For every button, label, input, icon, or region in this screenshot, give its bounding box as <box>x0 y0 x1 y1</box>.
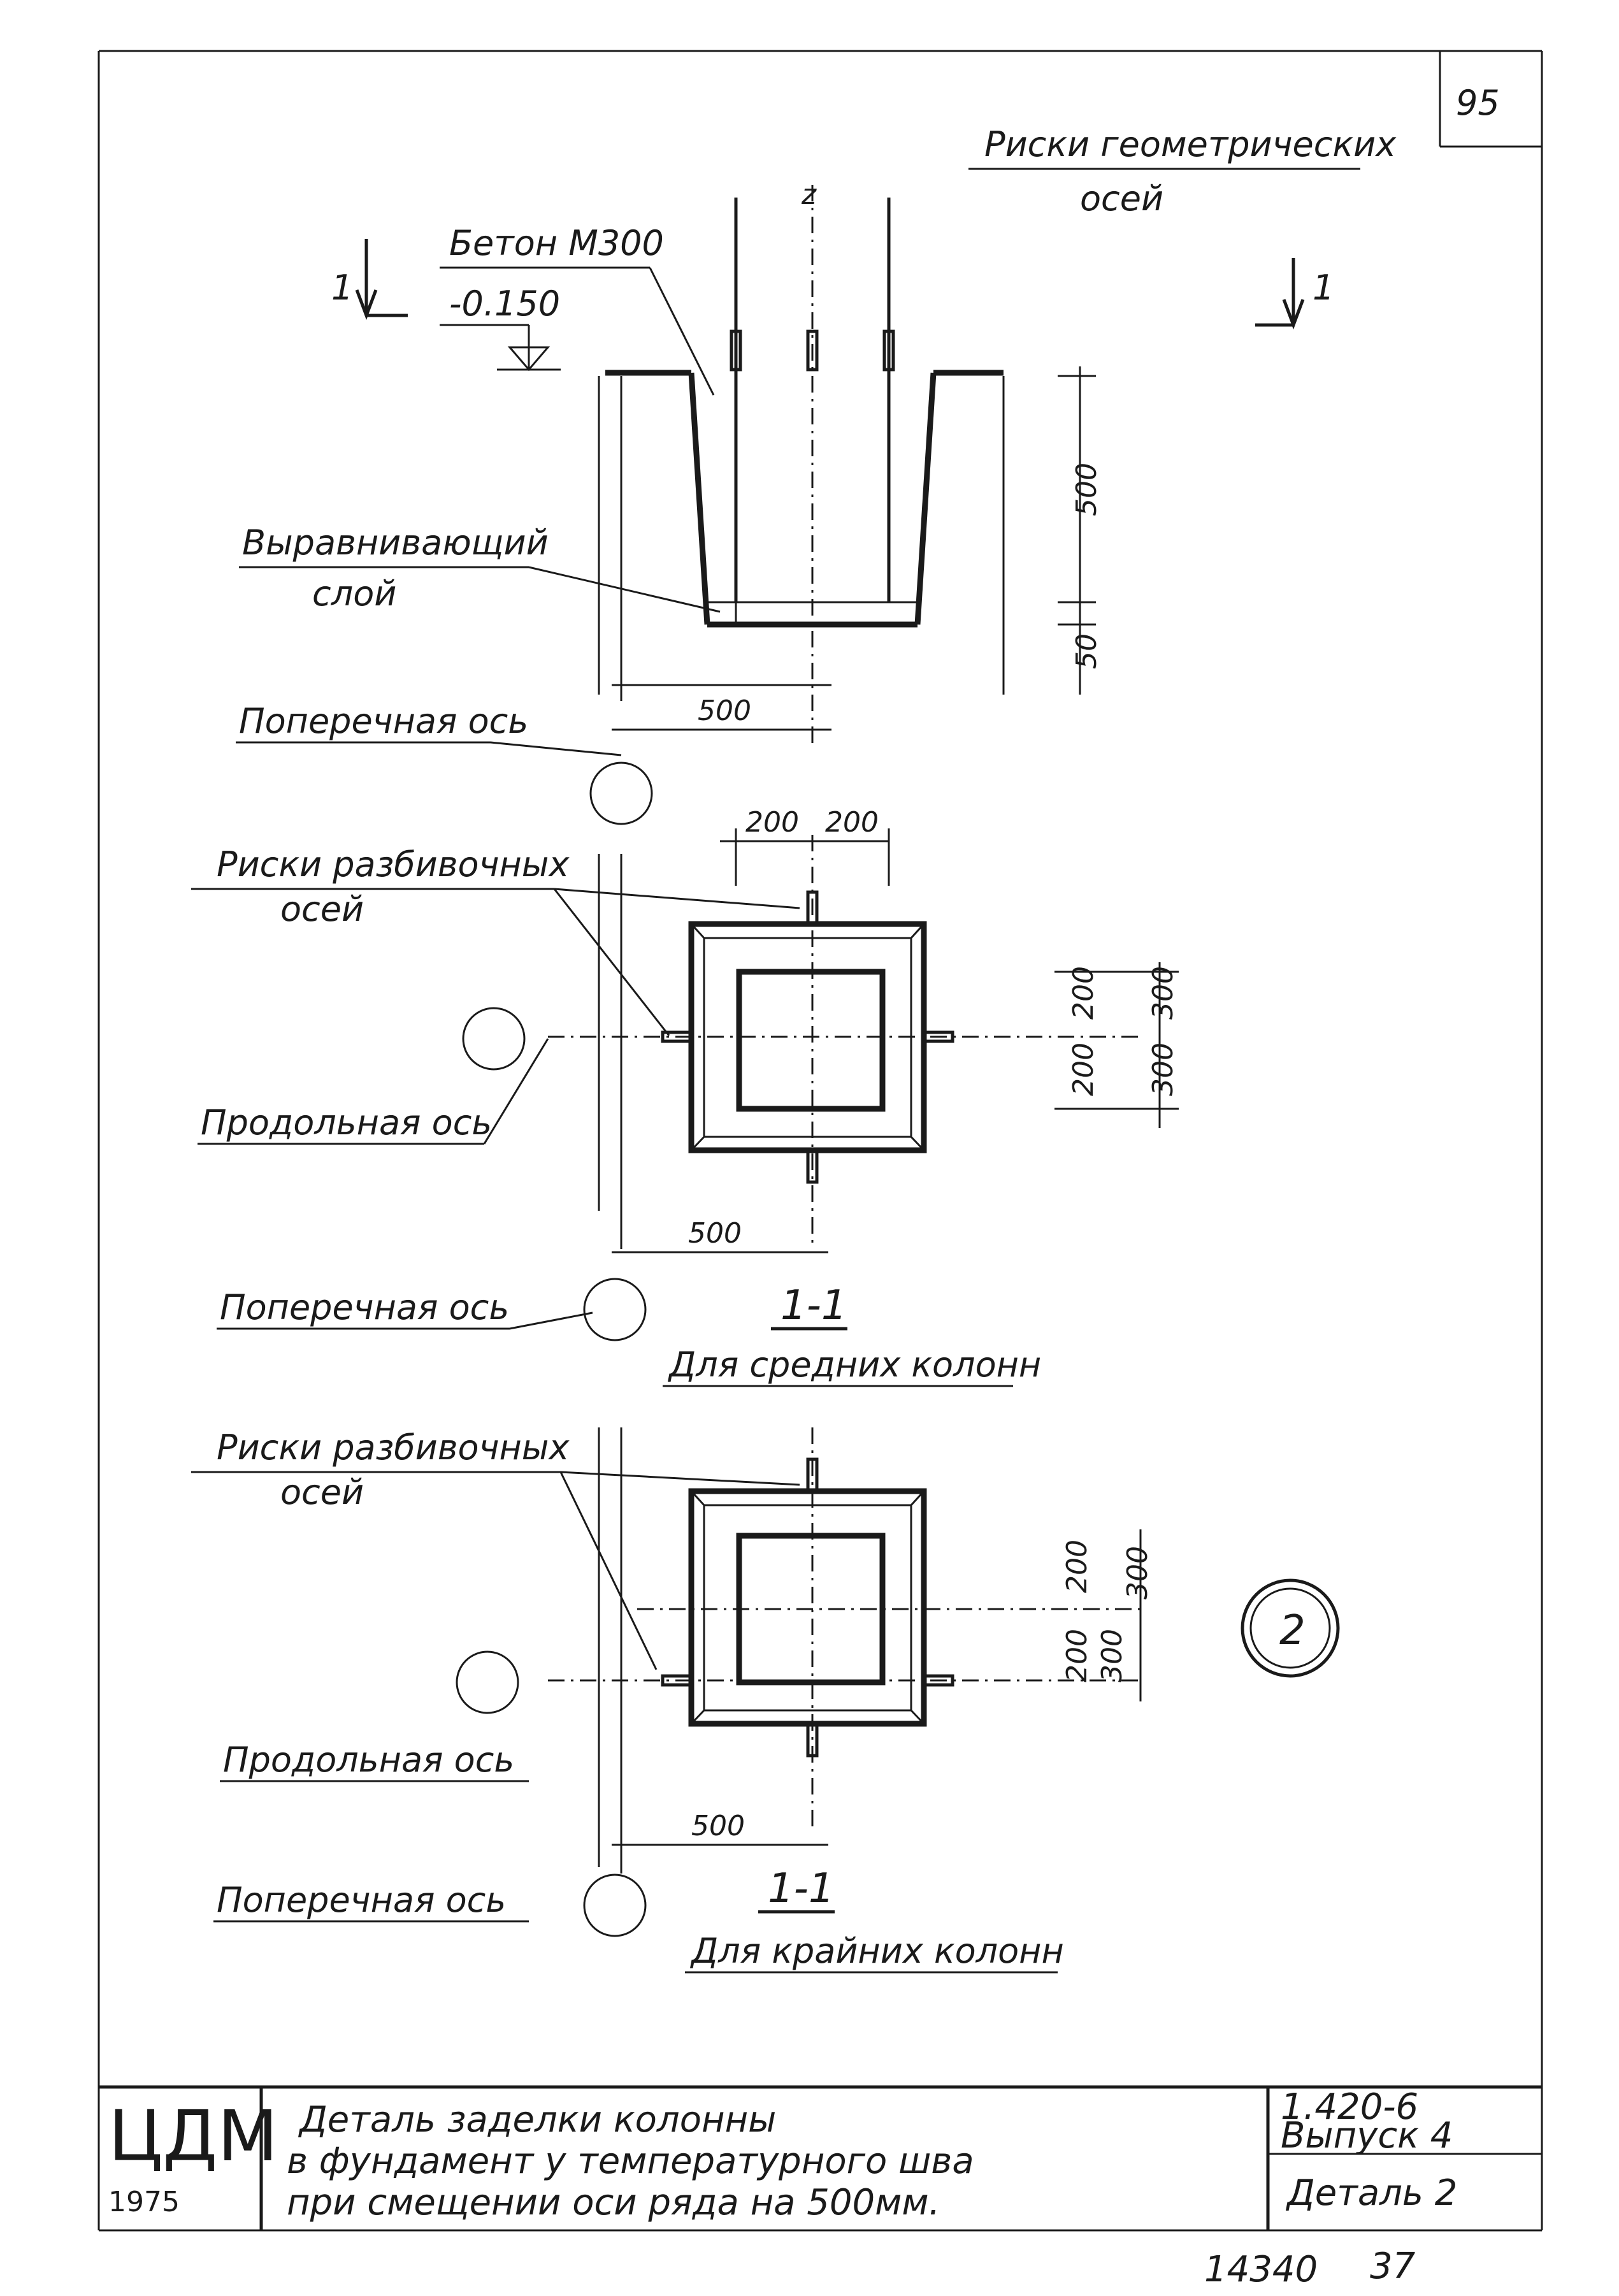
section-mark-right-label: 1 <box>1313 268 1334 308</box>
bottom-number-2: 37 <box>1370 2246 1416 2287</box>
dim-300-b-edge: 300 <box>1121 1546 1154 1599</box>
label-transverse-axis-1: Поперечная ось <box>239 701 528 741</box>
label-longitudinal-axis-2: Продольная ось <box>223 1740 514 1780</box>
label-leveling-2: слой <box>312 574 396 614</box>
foundation-pocket <box>605 370 1004 628</box>
logo: ЦДМ <box>108 2095 278 2177</box>
title-line3: при смещении оси ряда на 500мм. <box>287 2182 940 2223</box>
title-line1: Деталь заделки колонны <box>298 2099 776 2141</box>
issue: Выпуск 4 <box>1281 2115 1453 2156</box>
dim-200-b-edge: 200 <box>1061 1540 1093 1593</box>
dim-200-right: 200 <box>825 806 879 839</box>
axis-bubble-2 <box>462 1007 526 1071</box>
elevation-value: -0.150 <box>449 284 560 324</box>
detail-bubble <box>1241 1578 1340 1678</box>
label-geometric-marks: Риски геометрических <box>984 124 1397 164</box>
sheet-frame <box>97 50 1543 2232</box>
dim-300-b: 300 <box>1147 966 1179 1020</box>
elevation-section: Риски геометрических осей Бетон М300 1 1… <box>236 124 1397 825</box>
section-title-edge: 1-1 <box>768 1865 835 1912</box>
pocket-outer-edge <box>688 1488 927 1727</box>
label-concrete: Бетон М300 <box>449 223 664 263</box>
axis-bubble-1 <box>589 762 653 825</box>
axis-bubble-4 <box>456 1650 519 1714</box>
leader-concrete-arrow <box>649 267 715 396</box>
label-leveling: Выравнивающий <box>242 523 549 563</box>
title-line2: в фундамент у температурного шва <box>287 2141 974 2182</box>
plan-edge-columns: Риски разбивочных осей 200 200 300 300 П… <box>191 1427 1340 1974</box>
section-mark-right: 1 <box>1255 258 1334 330</box>
page-number: 95 <box>1456 83 1500 123</box>
lug-left <box>730 329 742 372</box>
dim-200-left: 200 <box>745 806 799 839</box>
dim-200-a: 200 <box>1067 1043 1100 1096</box>
label-transverse-axis-3: Поперечная ось <box>217 1880 506 1920</box>
year: 1975 <box>108 2186 180 2218</box>
lug-center <box>806 329 819 372</box>
detail-number: 2 <box>1279 1607 1306 1654</box>
label-marking-axes-2: Риски разбивочных <box>217 1427 570 1468</box>
label-marking-axes-2-2: осей <box>280 1472 364 1512</box>
dim-500-depth: 500 <box>1070 463 1103 516</box>
column-plan <box>736 969 886 1112</box>
dim-300-a-edge: 300 <box>1096 1629 1128 1682</box>
label-geometric-marks-2: осей <box>1080 178 1163 219</box>
pocket-inner-edge <box>703 1504 912 1712</box>
section-mark-left-label: 1 <box>331 268 353 308</box>
title-block: ЦДМ 1975 Деталь заделки колонны в фундам… <box>99 2085 1542 2230</box>
section-title-middle: 1-1 <box>781 1282 847 1329</box>
label-marking-axes-1-2: осей <box>280 889 364 929</box>
section-mark-left: 1 <box>331 239 408 321</box>
dim-300-a: 300 <box>1147 1043 1179 1096</box>
label-marking-axes-1: Риски разбивочных <box>217 844 570 884</box>
bottom-number: 14340 <box>1204 2249 1318 2290</box>
dim-500-edge: 500 <box>691 1810 745 1842</box>
dim-500-mid: 500 <box>688 1217 742 1250</box>
dim-50: 50 <box>1070 633 1103 669</box>
plan-middle-columns: 200 200 Риски разбивочных осей 200 <box>191 806 1179 1387</box>
lug-right <box>882 329 895 372</box>
leader-leveling-arrow <box>528 566 721 613</box>
label-longitudinal-axis-1: Продольная ось <box>201 1102 492 1143</box>
page-number-box: 95 <box>1439 51 1542 148</box>
dim-200-b: 200 <box>1067 966 1100 1020</box>
dim-200-a-edge: 200 <box>1061 1629 1093 1682</box>
label-transverse-axis-2: Поперечная ось <box>220 1287 509 1327</box>
dim-500-offset: 500 <box>698 695 751 727</box>
caption-edge: Для крайних колонн <box>690 1931 1064 1971</box>
elevation-mark: -0.150 <box>440 284 561 372</box>
axis-bubble-3 <box>583 1278 647 1341</box>
axis-z-label: z <box>801 178 817 211</box>
detail: Деталь 2 <box>1285 2172 1457 2214</box>
axis-bubble-5 <box>583 1874 647 1937</box>
caption-middle: Для средних колонн <box>668 1345 1041 1385</box>
series: 1.420-6 <box>1281 2086 1418 2128</box>
